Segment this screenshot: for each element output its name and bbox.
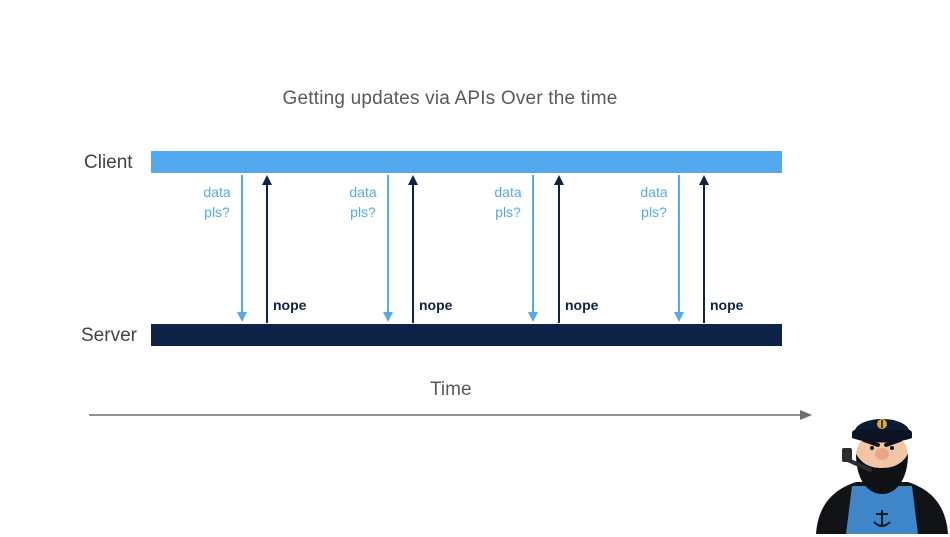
request-label: data pls? — [203, 184, 231, 220]
captain-sailor-icon — [816, 419, 948, 534]
response-label: nope — [419, 297, 453, 313]
server-lane-label: Server — [81, 325, 137, 346]
request-label: data pls? — [349, 184, 377, 220]
response-label: nope — [565, 297, 599, 313]
time-axis-label: Time — [430, 379, 472, 400]
diagram-title: Getting updates via APIs Over the time — [282, 88, 618, 109]
client-bar — [151, 151, 782, 173]
server-bar — [151, 324, 782, 346]
response-label: nope — [273, 297, 307, 313]
request-label: data pls? — [494, 184, 522, 220]
response-label: nope — [710, 297, 744, 313]
request-label: data pls? — [640, 184, 668, 220]
client-lane-label: Client — [84, 152, 133, 173]
